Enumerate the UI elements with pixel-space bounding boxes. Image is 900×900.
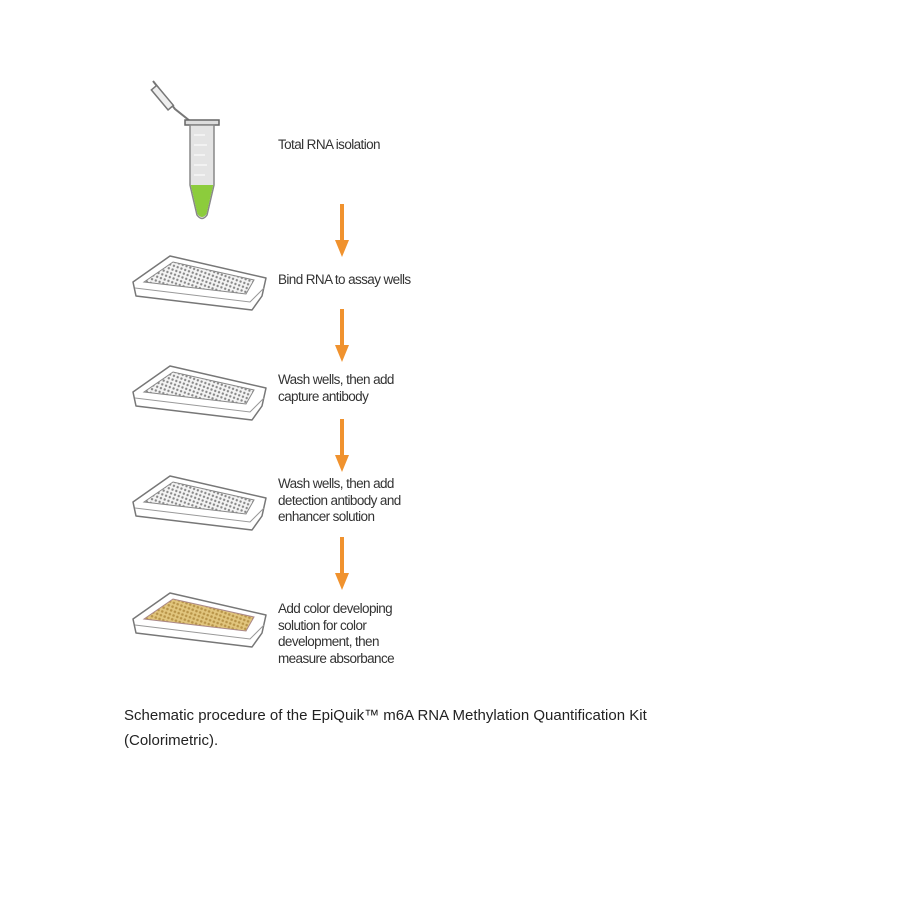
well-plate-colored-icon: [130, 589, 270, 653]
step-label: Total RNA isolation: [278, 137, 381, 152]
microcentrifuge-tube-icon: [150, 80, 220, 220]
step-label: Wash wells, then add capture antibody: [278, 372, 394, 404]
well-plate-icon: [130, 472, 270, 536]
down-arrow-icon: [335, 537, 349, 590]
well-plate-icon: [130, 362, 270, 426]
down-arrow-icon: [335, 419, 349, 472]
figure-caption: Schematic procedure of the EpiQuik™ m6A …: [124, 707, 647, 749]
step-label: Bind RNA to assay wells: [278, 272, 411, 287]
down-arrow-icon: [335, 204, 349, 257]
down-arrow-icon: [335, 309, 349, 362]
step-label: Wash wells, then add detection antibody …: [278, 476, 401, 524]
well-plate-icon: [130, 252, 270, 316]
step-label: Add color developing solution for color …: [278, 601, 395, 666]
